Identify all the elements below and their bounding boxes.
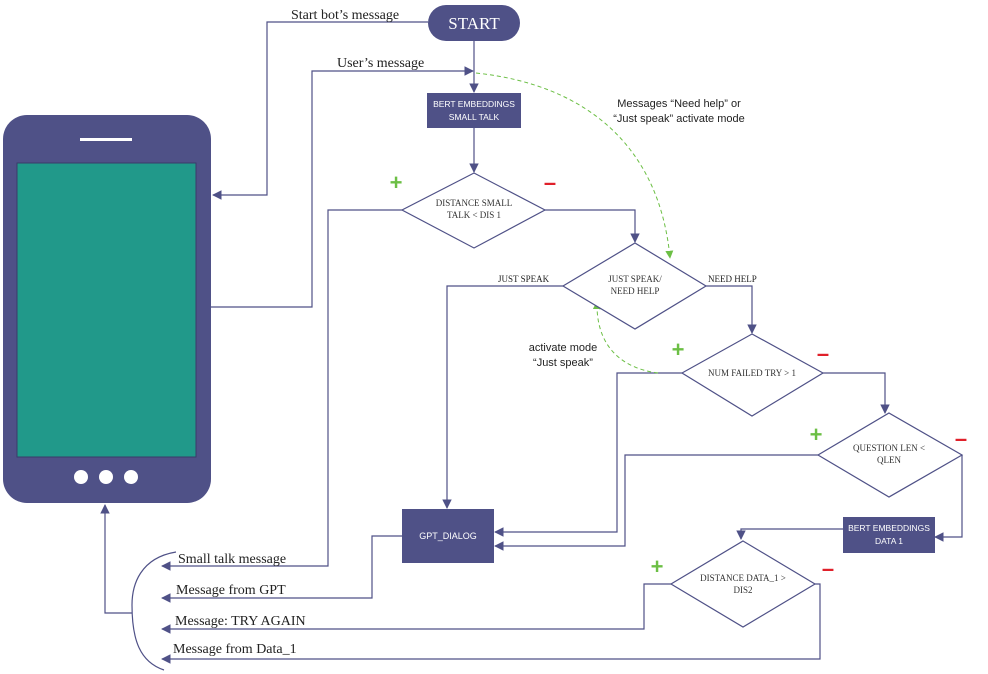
bert-data1-label-2: DATA 1 (875, 536, 903, 546)
start-shape (428, 5, 520, 41)
num-failed-try-diamond (680, 333, 825, 417)
edge-numfailed-plus-to-gpt (494, 372, 682, 537)
edge-outputs-to-phone (100, 504, 132, 614)
edge-mode-activation (475, 72, 674, 259)
start-bot-message-label: Start bot’s message (291, 8, 399, 23)
phone-button-right (124, 470, 138, 484)
just-speak-need-help-decision: JUST SPEAK/ NEED HELP (561, 242, 708, 330)
bert-small-talk-label-1: BERT EMBEDDINGS (433, 99, 515, 109)
phone-speaker (80, 138, 132, 141)
distance-data1-label-2: DIS2 (733, 585, 752, 595)
message-from-data1-label: Message from Data_1 (173, 642, 297, 657)
num-failed-try-label: NUM FAILED TRY > 1 (708, 368, 796, 378)
mode-connectors (475, 72, 674, 374)
just-speak-branch-label: JUST SPEAK (498, 274, 550, 284)
distance-data1-label-1: DISTANCE DATA_1 > (700, 573, 786, 583)
minus-sign-question-len: – (955, 426, 967, 451)
mode-note-line-2: “Just speak” activate mode (613, 113, 744, 125)
plus-sign-distance-data1: + (651, 554, 664, 579)
mode-notes: Messages “Need help” or “Just speak” act… (529, 98, 745, 369)
distance-small-talk-decision: DISTANCE SMALL TALK < DIS 1 (400, 172, 547, 249)
distance-small-talk-diamond (400, 172, 547, 249)
minus-sign-distance-small-talk: – (544, 170, 556, 195)
gpt-dialog-label: GPT_DIALOG (419, 531, 477, 541)
gpt-dialog-box (402, 509, 494, 563)
edge-distance-plus-to-tryagain (161, 583, 671, 634)
question-len-label-2: QLEN (877, 455, 901, 465)
connectors (100, 21, 963, 671)
decision-signs: + – + – + – + – (390, 170, 968, 581)
message-from-gpt-label: Message from GPT (176, 583, 286, 598)
activate-mode-line-1: activate mode (529, 342, 597, 354)
distance-data1-diamond (669, 540, 817, 628)
num-failed-try-decision: NUM FAILED TRY > 1 (680, 333, 825, 417)
need-help-branch-label: NEED HELP (708, 274, 757, 284)
try-again-label: Message: TRY AGAIN (175, 614, 306, 629)
edge-distance-minus-to-justspeak (545, 209, 640, 243)
edge-question-minus-to-bert-data1 (934, 455, 963, 542)
small-talk-message-label: Small talk message (178, 552, 286, 567)
phone-button-left (74, 470, 88, 484)
question-len-diamond (816, 412, 964, 498)
just-speak-need-help-label-1: JUST SPEAK/ (608, 274, 662, 284)
output-messages: Small talk message Message from GPT Mess… (173, 552, 306, 657)
question-len-label-1: QUESTION LEN < (853, 443, 925, 453)
plus-sign-distance-small-talk: + (390, 170, 403, 195)
phone-button-center (99, 470, 113, 484)
edge-numfailed-minus-to-question (823, 372, 890, 414)
activate-mode-line-2: “Just speak” (533, 357, 593, 369)
start-label: START (448, 14, 500, 33)
edge-bert-data1-to-distance-data1 (736, 528, 843, 540)
just-speak-need-help-label-2: NEED HELP (611, 286, 660, 296)
edge-justspeak-to-gpt (442, 285, 563, 509)
question-len-decision: QUESTION LEN < QLEN (816, 412, 964, 498)
edge-distance-minus-to-data1 (161, 583, 821, 664)
edge-activate-just-speak (592, 301, 659, 374)
minus-sign-distance-data1: – (822, 556, 834, 581)
plus-sign-num-failed: + (672, 337, 685, 362)
edge-start-to-phone (212, 21, 428, 200)
edge-distance-plus-to-smalltalk (161, 209, 402, 571)
distance-data1-decision: DISTANCE DATA_1 > DIS2 (669, 540, 817, 628)
edge-phone-to-user-message (211, 66, 474, 308)
outputs-brace (131, 551, 177, 671)
bert-small-talk-node: BERT EMBEDDINGS SMALL TALK (427, 93, 521, 128)
bert-small-talk-label-2: SMALL TALK (449, 112, 500, 122)
bert-data1-node: BERT EMBEDDINGS DATA 1 (843, 517, 935, 553)
start-node: START (428, 5, 520, 41)
just-speak-need-help-diamond (561, 242, 708, 330)
gpt-dialog-node: GPT_DIALOG (402, 509, 494, 563)
minus-sign-num-failed: – (817, 341, 829, 366)
plus-sign-question-len: + (810, 422, 823, 447)
edge-labels: Start bot’s message User’s message JUST … (291, 8, 757, 284)
users-message-label: User’s message (337, 56, 424, 71)
phone-screen (16, 162, 197, 458)
bert-data1-label-1: BERT EMBEDDINGS (848, 523, 930, 533)
edge-needhelp-to-numfailed (706, 285, 757, 334)
edge-gpt-to-message (161, 535, 402, 603)
edge-question-plus-to-gpt (494, 454, 818, 551)
distance-small-talk-label-1: DISTANCE SMALL (436, 198, 513, 208)
bert-small-talk-box (427, 93, 521, 128)
distance-small-talk-label-2: TALK < DIS 1 (447, 210, 501, 220)
bert-data1-box (843, 517, 935, 553)
mode-note-line-1: Messages “Need help” or (617, 98, 741, 110)
phone-device (3, 115, 211, 503)
